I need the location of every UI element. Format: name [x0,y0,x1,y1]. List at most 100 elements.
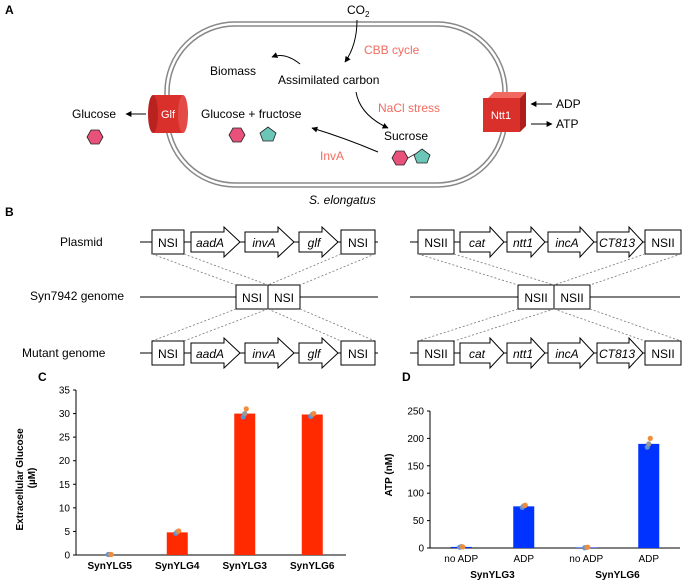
crossover-lines [151,253,682,342]
replicate-point [242,410,248,417]
bar [234,413,256,555]
panel-a-letter: A [5,3,14,17]
panel-c-ylabel: Extracellular Glucose (µM) [15,425,38,530]
y-tick-label: 100 [407,489,424,500]
site-nsii: NSII [424,236,447,250]
group-label: SynYLG3 [470,570,515,581]
panel-c-chart: C Extracellular Glucose (µM) 0 5 10 15 20 25 3… [15,370,346,572]
panel-d-ylabel: ATP (nM) [384,454,395,497]
gene-ct813: CT813 [599,347,635,361]
gene-cat: cat [469,236,486,250]
site-nsii: NSII [424,347,447,361]
gene-inca: incA [555,347,578,361]
sucrose-glucose-unit-icon [391,150,409,166]
gene-ntt1: ntt1 [513,236,533,250]
sucrose-label: Sucrose [384,129,428,143]
category-label: SynYLG3 [223,561,268,572]
right-plasmid-construct: NSII cat ntt1 incA CT813 NSII [410,225,682,259]
y-tick-label: 0 [64,551,70,562]
biomass-arrow [271,52,301,65]
genome-site-nsii: NSII [524,291,547,305]
organism-label: S. elongatus [309,193,376,207]
glucose-fructose-label: Glucose + fructose [201,107,302,121]
nacl-stress-label: NaCl stress [378,101,440,115]
gene-aada: aadA [196,236,224,250]
row-label-plasmid: Plasmid [60,235,103,249]
co2-arrow [344,19,358,63]
group-label: SynYLG6 [595,570,640,581]
genome-site-nsi: NSI [242,291,262,305]
gene-aada: aadA [196,347,224,361]
cbb-cycle-label: CBB cycle [364,43,420,57]
y-tick-label: 20 [59,456,71,467]
glf-label: Glf [161,109,176,121]
fructose-pentagon-icon [259,126,277,142]
panel-a: A CO2 CBB cycle Biomass Assimilated carb… [5,3,581,207]
gene-inva: invA [252,347,275,361]
inva-label: InvA [320,149,344,163]
replicate-point [647,435,653,441]
panel-c-letter: C [38,370,47,384]
y-tick-label: 10 [59,503,71,514]
glucose-hexagon-icon [86,129,104,145]
gene-inca: incA [555,236,578,250]
panel-d-letter: D [402,370,411,384]
glucose-hexagon-icon [228,127,246,143]
nacl-arrow [355,91,389,129]
y-tick-label: 150 [407,461,424,472]
bar [638,443,660,548]
bar [166,532,188,555]
site-nsi: NSI [348,236,368,250]
glucose-out-label: Glucose [72,107,116,121]
assimilated-carbon-label: Assimilated carbon [278,73,379,87]
atp-label: ATP [556,117,578,131]
row-label-genome: Syn7942 genome [30,289,124,303]
gene-inva: invA [252,236,275,250]
gene-ntt1: ntt1 [513,347,533,361]
gene-cat: cat [469,347,486,361]
y-tick-label: 30 [59,409,71,420]
replicate-point [460,544,466,550]
genome-site-nsi: NSI [274,291,294,305]
replicate-point [176,528,182,534]
glf-transporter: Glf [148,95,188,133]
bar [513,506,535,548]
replicate-point [646,441,652,447]
genome-site-nsii: NSII [560,291,583,305]
category-label: ADP [638,554,659,565]
y-tick-label: 5 [64,527,70,538]
left-plasmid-construct: NSI aadA invA glf NSI [140,225,378,259]
category-label: ADP [513,554,534,565]
category-label: SynYLG6 [290,561,335,572]
bar [301,414,323,555]
inva-arrow [311,126,379,153]
y-tick-label: 15 [59,480,71,491]
panel-b: B Plasmid Syn7942 genome Mutant genome N… [5,205,682,370]
adp-label: ADP [556,97,581,111]
category-label: SynYLG4 [155,561,200,572]
biomass-label: Biomass [210,64,256,78]
replicate-point [243,406,249,412]
category-label: SynYLG5 [88,561,133,572]
y-tick-label: 250 [407,407,424,418]
co2-label: CO2 [347,3,370,19]
row-label-mutant: Mutant genome [22,346,106,360]
category-label: no ADP [569,554,603,565]
site-nsi: NSI [158,347,178,361]
replicate-point [585,544,591,550]
right-mutant-construct: NSII cat ntt1 incA CT813 NSII [410,336,682,370]
y-tick-label: 25 [59,433,71,444]
y-tick-label: 200 [407,434,424,445]
site-nsi: NSI [348,347,368,361]
site-nsi: NSI [158,236,178,250]
gene-glf: glf [308,236,322,250]
site-nsii: NSII [651,347,674,361]
replicate-point [311,410,317,417]
ntt1-label: Ntt1 [491,110,511,122]
y-tick-label: 50 [413,516,425,527]
left-mutant-construct: NSI aadA invA glf NSI [140,336,378,370]
y-tick-label: 35 [59,386,71,397]
site-nsii: NSII [651,236,674,250]
